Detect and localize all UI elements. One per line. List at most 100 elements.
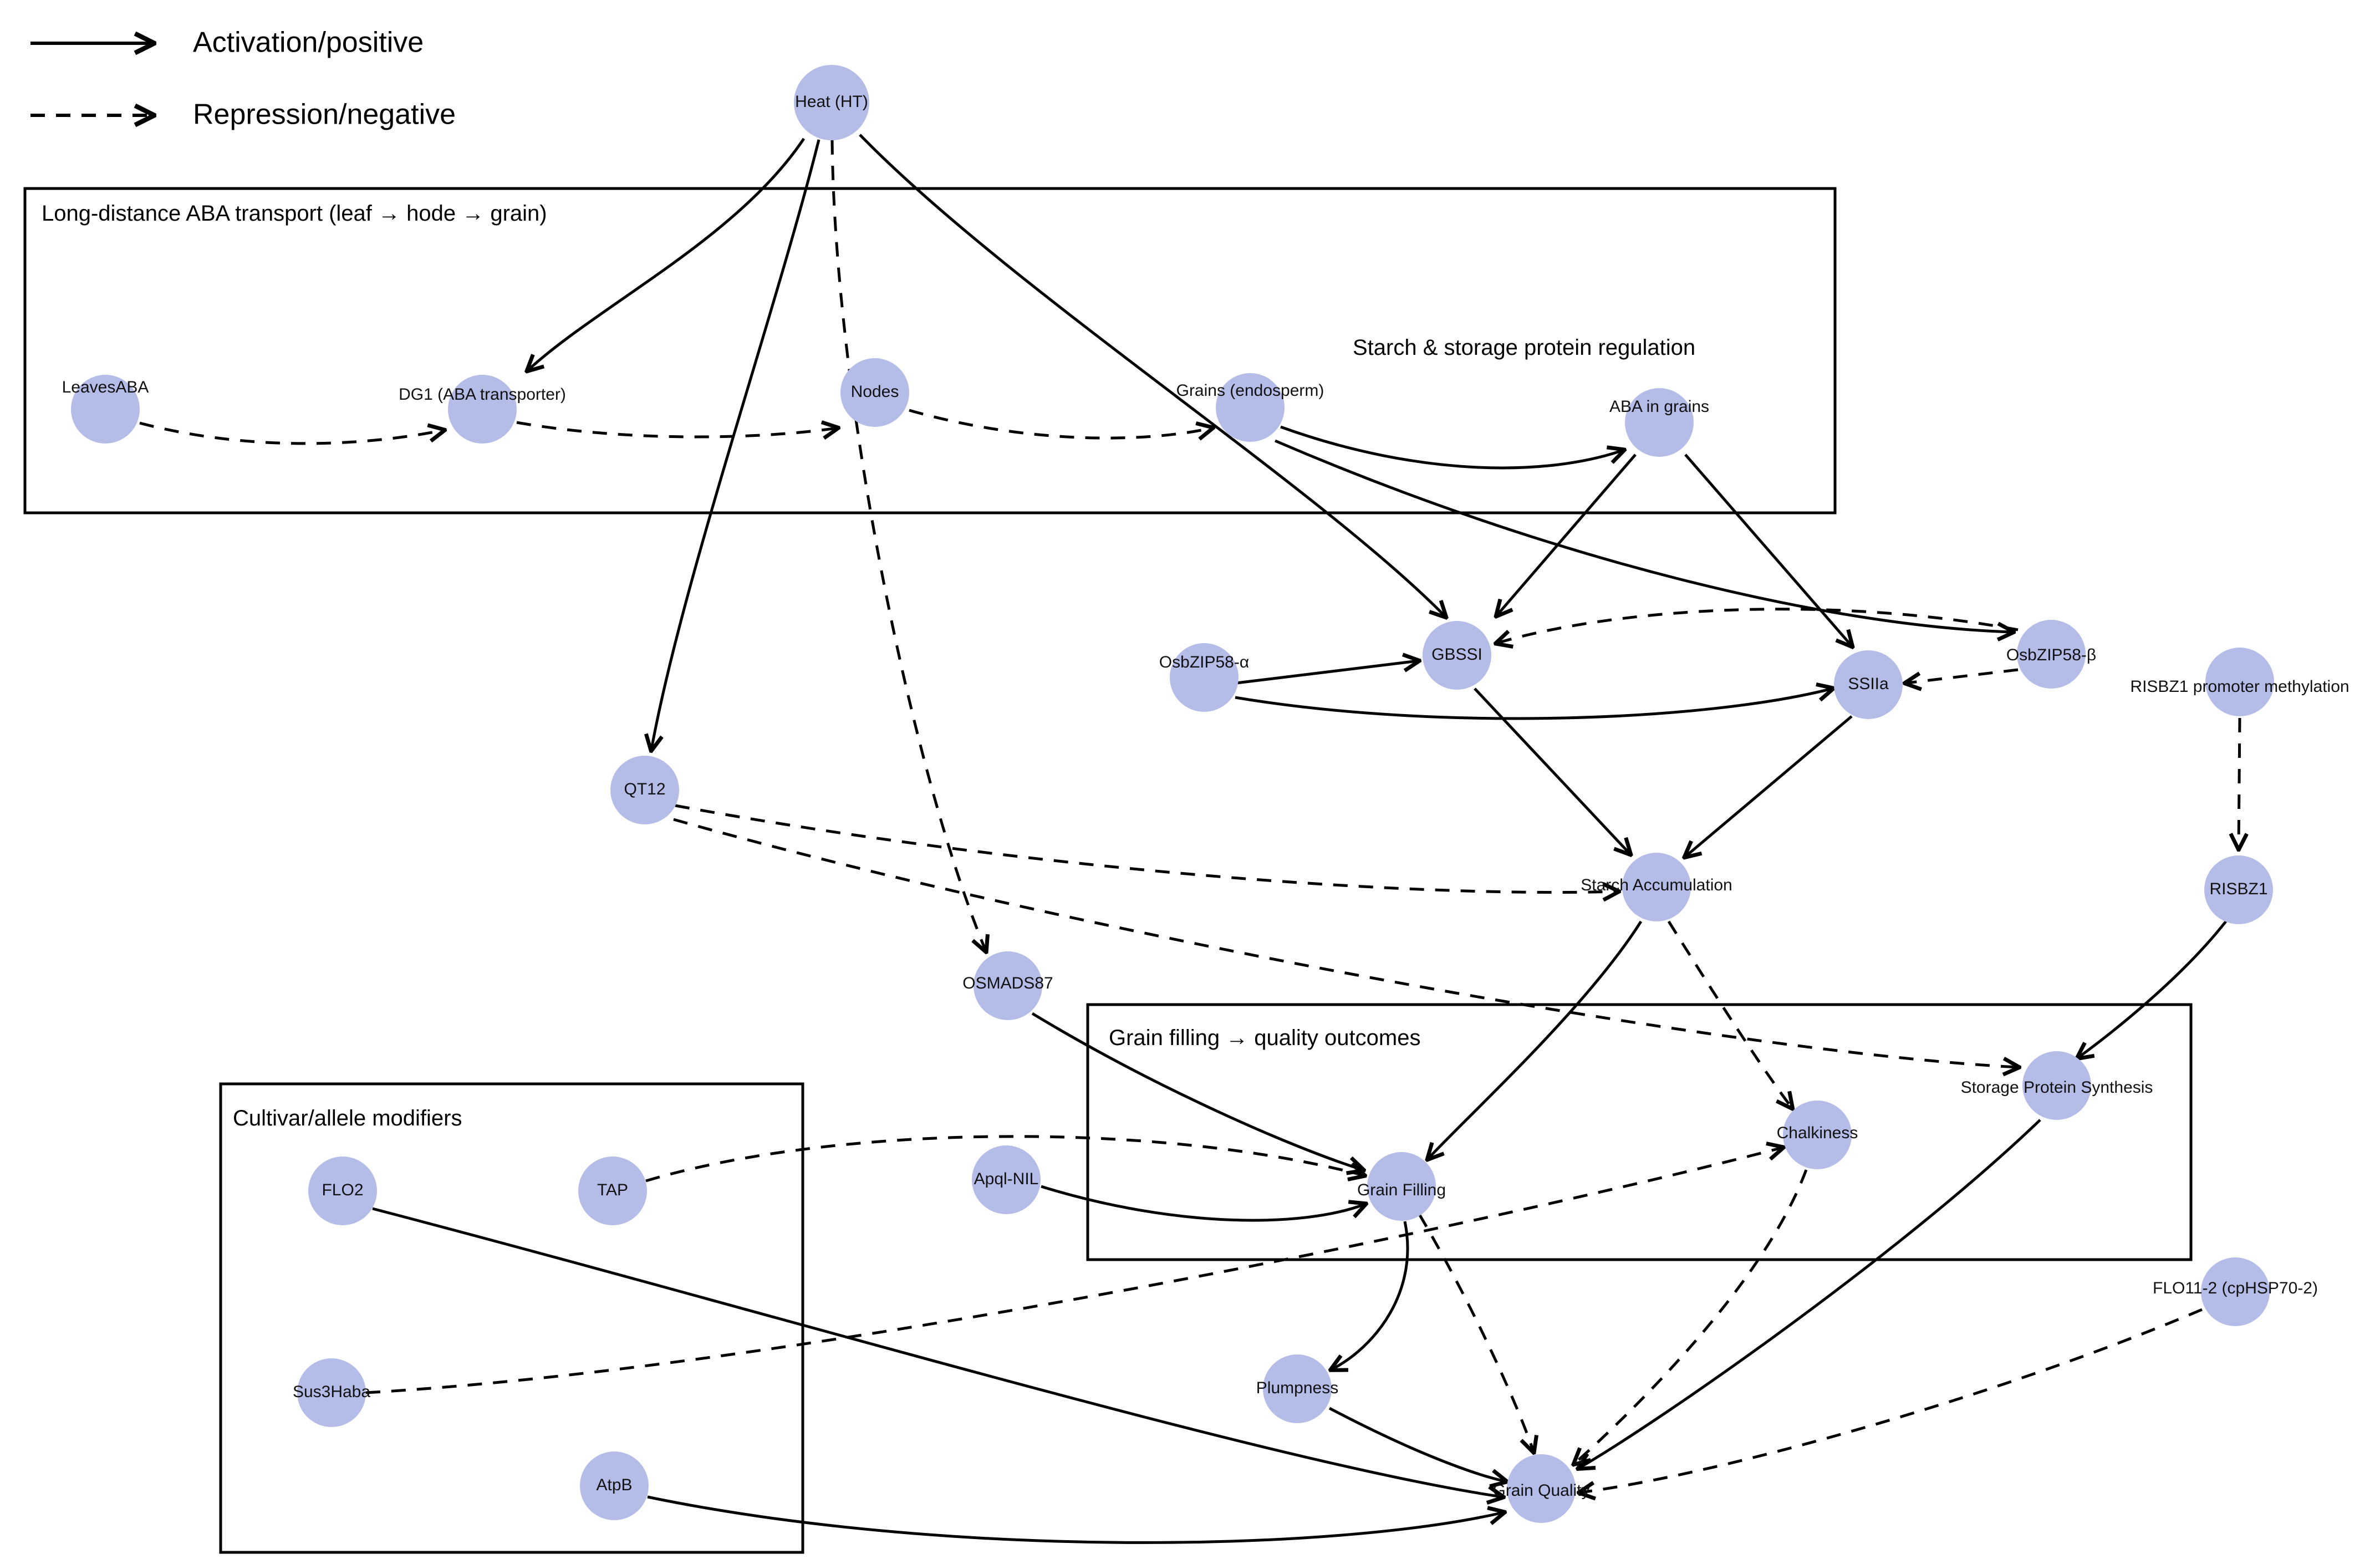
node-gbssi[interactable]: GBSSI — [1423, 621, 1491, 690]
node-osbzip58b[interactable]: OsbZIP58-β — [2006, 620, 2096, 689]
node-circle-aba-in-grains[interactable] — [1625, 388, 1694, 457]
edge-flo11-to-grainquality — [1580, 1308, 2203, 1492]
node-aba-in-grains[interactable]: ABA in grains — [1609, 388, 1709, 457]
node-label-grain-filling-node: Grain Filling — [1357, 1181, 1446, 1199]
node-circle-osbzip58b[interactable] — [2017, 620, 2086, 689]
node-chalkiness[interactable]: Chalkiness — [1777, 1101, 1858, 1169]
node-risbz1[interactable]: RISBZ1 — [2204, 855, 2273, 924]
nodes-layer: Heat (HT) LeavesABA DG1 (ABA transporter) N… — [62, 65, 2350, 1523]
node-circle-atpb[interactable] — [580, 1451, 649, 1520]
node-label-ssiia: SSIIa — [1848, 675, 1889, 693]
edge-plumpness-to-grainquality — [1328, 1407, 1506, 1481]
node-qt12[interactable]: QT12 — [610, 756, 679, 824]
node-circle-heat[interactable] — [794, 65, 869, 140]
edge-heat-to-qt12 — [651, 139, 820, 750]
node-circle-qt12[interactable] — [610, 756, 679, 824]
node-circle-sus3haba[interactable] — [297, 1358, 366, 1427]
edge-grains-to-aba — [1280, 425, 1623, 470]
node-sus3haba[interactable]: Sus3Haba — [293, 1358, 370, 1427]
node-circle-chalkiness[interactable] — [1783, 1101, 1852, 1169]
node-circle-osbzip58a[interactable] — [1170, 643, 1239, 712]
node-osmads87[interactable]: OSMADS87 — [962, 951, 1053, 1020]
node-label-gbssi: GBSSI — [1431, 645, 1482, 664]
node-circle-grain-filling-node[interactable] — [1367, 1152, 1436, 1221]
node-circle-plumpness[interactable] — [1263, 1354, 1332, 1423]
node-circle-flo11-2[interactable] — [2201, 1257, 2270, 1326]
node-circle-risbz1-methylation[interactable] — [2205, 648, 2274, 716]
edge-methylation-to-risbz1 — [2239, 717, 2240, 848]
node-heat[interactable]: Heat (HT) — [794, 65, 869, 140]
edge-atpb-to-grainquality — [647, 1495, 1504, 1544]
group-label-cultivar-modifiers: Cultivar/allele modifiers — [233, 1106, 462, 1130]
edge-heat-to-dg1 — [528, 137, 806, 370]
edge-tap-to-grainfilling — [645, 1135, 1364, 1183]
node-circle-gbssi[interactable] — [1423, 621, 1491, 690]
edge-heat-to-gbssi — [859, 134, 1445, 617]
node-label-risbz1-methylation: RISBZ1 promoter methylation — [2130, 677, 2349, 696]
node-nodes[interactable]: Nodes — [840, 358, 909, 427]
node-starch-accumulation[interactable]: Starch Accumulation — [1581, 853, 1732, 921]
edge-ssiia-to-starch — [1685, 715, 1853, 857]
legend-item-repression: Repression/negative — [30, 99, 456, 131]
node-circle-grains[interactable] — [1216, 373, 1285, 442]
node-grains[interactable]: Grains (endosperm) — [1176, 373, 1324, 442]
edge-grainfilling-to-grainquality — [1418, 1213, 1533, 1451]
node-dg1[interactable]: DG1 (ABA transporter) — [399, 375, 566, 444]
node-label-dg1: DG1 (ABA transporter) — [399, 385, 566, 404]
legend-label-activation: Activation/positive — [193, 27, 424, 59]
node-atpb[interactable]: AtpB — [580, 1451, 649, 1520]
node-label-qt12: QT12 — [624, 780, 665, 798]
node-label-tap: TAP — [597, 1181, 628, 1199]
node-circle-storage-protein-synthesis[interactable] — [2022, 1051, 2091, 1120]
node-label-chalkiness: Chalkiness — [1777, 1124, 1858, 1142]
node-circle-dg1[interactable] — [448, 375, 517, 444]
node-osbzip58a[interactable]: OsbZIP58-α — [1159, 643, 1249, 712]
legend-label-repression: Repression/negative — [193, 99, 456, 131]
edge-osmads87-to-grainfilling — [1031, 1012, 1363, 1170]
node-circle-apql-nil[interactable] — [972, 1145, 1041, 1214]
node-grain-quality[interactable]: Grain Quality — [1492, 1454, 1590, 1523]
node-tap[interactable]: TAP — [578, 1157, 647, 1225]
node-circle-osmads87[interactable] — [974, 951, 1042, 1020]
edge-starch-to-chalkiness — [1667, 920, 1792, 1108]
node-circle-grain-quality[interactable] — [1507, 1454, 1576, 1523]
node-label-osbzip58a: OsbZIP58-α — [1159, 653, 1249, 671]
node-circle-risbz1[interactable] — [2204, 855, 2273, 924]
node-flo2[interactable]: FLO2 — [308, 1157, 377, 1225]
node-label-osmads87: OSMADS87 — [962, 974, 1053, 992]
node-circle-ssiia[interactable] — [1834, 650, 1903, 719]
node-flo11-2[interactable]: FLO11-2 (cpHSP70-2) — [2153, 1257, 2318, 1326]
node-apql-nil[interactable]: Apql-NIL — [972, 1145, 1041, 1214]
node-grain-filling-node[interactable]: Grain Filling — [1357, 1152, 1446, 1221]
group-label-starch-regulation: Starch & storage protein regulation — [1353, 335, 1695, 360]
group-label-aba-transport: Long-distance ABA transport (leaf → hode… — [42, 201, 547, 226]
group-boxes: Long-distance ABA transport (leaf → hode… — [23, 187, 2193, 1554]
node-storage-protein-synthesis[interactable]: Storage Protein Synthesis — [1961, 1051, 2153, 1120]
node-risbz1-methylation[interactable]: RISBZ1 promoter methylation — [2130, 648, 2350, 716]
node-circle-leaves-aba[interactable] — [71, 375, 140, 444]
node-circle-flo2[interactable] — [308, 1157, 377, 1225]
edge-osbzip58b-to-gbssi — [1497, 608, 2019, 643]
node-circle-nodes[interactable] — [840, 358, 909, 427]
node-label-grain-quality: Grain Quality — [1492, 1481, 1589, 1500]
edge-dg1-to-nodes — [516, 422, 837, 437]
node-label-storage-protein-synthesis: Storage Protein Synthesis — [1961, 1078, 2153, 1097]
node-circle-starch-accumulation[interactable] — [1622, 853, 1691, 921]
node-label-flo11-2: FLO11-2 (cpHSP70-2) — [2153, 1279, 2318, 1297]
node-label-grains: Grains (endosperm) — [1176, 381, 1324, 400]
node-label-heat: Heat (HT) — [795, 93, 868, 111]
node-circle-tap[interactable] — [578, 1157, 647, 1225]
edge-leaves-to-dg1 — [139, 421, 444, 445]
edge-grainfilling-to-plumpness — [1332, 1221, 1409, 1369]
edge-heat-to-osmads87 — [830, 140, 986, 951]
node-ssiia[interactable]: SSIIa — [1834, 650, 1903, 719]
legend: Activation/positive Repression/negative — [30, 27, 456, 131]
node-plumpness[interactable]: Plumpness — [1256, 1354, 1338, 1423]
node-label-osbzip58b: OsbZIP58-β — [2006, 646, 2096, 664]
node-label-nodes: Nodes — [851, 383, 899, 401]
edge-aba-to-ssiia — [1684, 454, 1852, 646]
node-leaves-aba[interactable]: LeavesABA — [62, 375, 149, 444]
edge-chalkiness-to-grainquality — [1574, 1169, 1808, 1464]
node-label-aba-in-grains: ABA in grains — [1609, 398, 1709, 416]
edge-nodes-to-grains — [909, 409, 1212, 438]
